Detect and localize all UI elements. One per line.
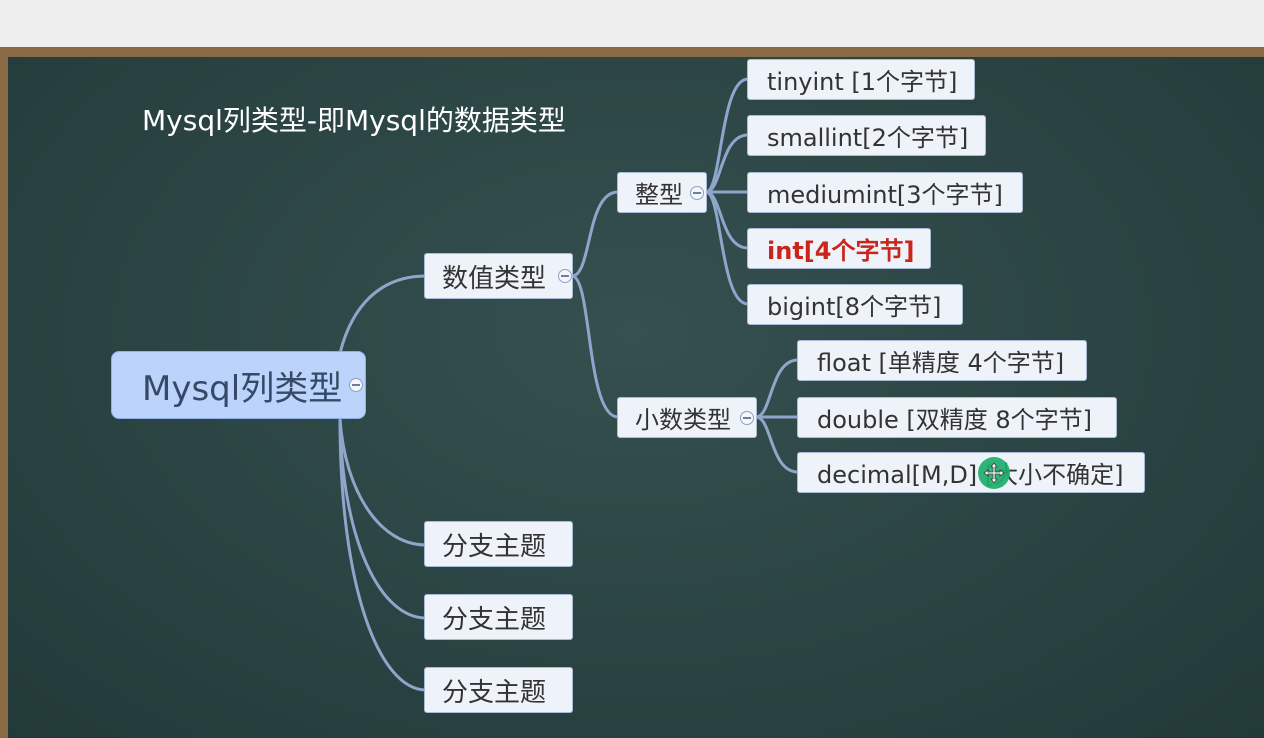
leaf-int[interactable]: int[4个字节]	[747, 228, 931, 269]
collapse-minus-icon[interactable]	[740, 410, 754, 425]
blackboard-frame: Mysql列类型-即Mysql的数据类型 Mysql列类型 数值类型 整型 小数…	[0, 47, 1264, 738]
connector-integer-bigint	[704, 190, 750, 306]
board-title: Mysql列类型-即Mysql的数据类型	[142, 104, 566, 137]
connector-integer-smallint	[704, 133, 750, 194]
leaf-label: smallint[2个字节]	[767, 124, 969, 152]
topic-integer[interactable]: 整型	[617, 172, 707, 213]
leaf-label: double [双精度 8个字节]	[817, 406, 1093, 434]
topic-numeric-label: 数值类型	[442, 263, 547, 294]
connector-numeric-decimal	[570, 274, 620, 419]
leaf-tinyint[interactable]: tinyint [1个字节]	[747, 59, 975, 100]
collapse-minus-icon[interactable]	[349, 378, 363, 392]
leaf-label: mediumint[3个字节]	[767, 181, 1003, 209]
topic-branch-3[interactable]: 分支主题	[424, 667, 573, 713]
topic-branch-2[interactable]: 分支主题	[424, 594, 573, 640]
leaf-label: bigint[8个字节]	[767, 293, 942, 321]
connector-lines	[338, 77, 800, 692]
root-topic[interactable]: Mysql列类型	[111, 351, 366, 419]
mindmap-canvas: Mysql列类型-即Mysql的数据类型 Mysql列类型 数值类型 整型 小数…	[8, 57, 1264, 738]
connector-decimal-float	[754, 358, 800, 419]
leaf-label: float [单精度 4个字节]	[817, 349, 1065, 377]
topic-branch-label: 分支主题	[442, 604, 547, 635]
leaf-label: int[4个字节]	[767, 237, 915, 265]
topic-integer-label: 整型	[635, 181, 683, 209]
connector-root-branch-3	[338, 417, 428, 692]
move-cursor-icon	[978, 457, 1010, 489]
connector-numeric-integer	[570, 190, 620, 278]
leaf-smallint[interactable]: smallint[2个字节]	[747, 115, 986, 156]
connector-decimal-decimal	[754, 415, 800, 474]
leaf-float[interactable]: float [单精度 4个字节]	[797, 340, 1087, 381]
leaf-mediumint[interactable]: mediumint[3个字节]	[747, 172, 1023, 213]
topic-branch-label: 分支主题	[442, 677, 547, 708]
leaf-decimal[interactable]: decimal[M,D] [大小不确定]	[797, 452, 1145, 493]
connector-root-branch-2	[338, 417, 428, 620]
connector-root-branch-1	[338, 417, 428, 547]
collapse-minus-icon[interactable]	[558, 269, 572, 283]
leaf-double[interactable]: double [双精度 8个字节]	[797, 397, 1117, 438]
topic-decimal[interactable]: 小数类型	[617, 397, 757, 438]
connector-root-numeric	[338, 274, 428, 355]
leaf-label: decimal[M,D] [大小不确定]	[817, 461, 1124, 489]
leaf-bigint[interactable]: bigint[8个字节]	[747, 284, 963, 325]
connector-integer-tinyint	[704, 77, 750, 194]
collapse-minus-icon[interactable]	[690, 185, 704, 200]
topic-branch-label: 分支主题	[442, 531, 547, 562]
leaf-label: tinyint [1个字节]	[767, 68, 958, 96]
topic-branch-1[interactable]: 分支主题	[424, 521, 573, 567]
topic-numeric[interactable]: 数值类型	[424, 253, 573, 299]
root-topic-label: Mysql列类型	[142, 368, 343, 409]
topic-decimal-label: 小数类型	[635, 406, 731, 434]
